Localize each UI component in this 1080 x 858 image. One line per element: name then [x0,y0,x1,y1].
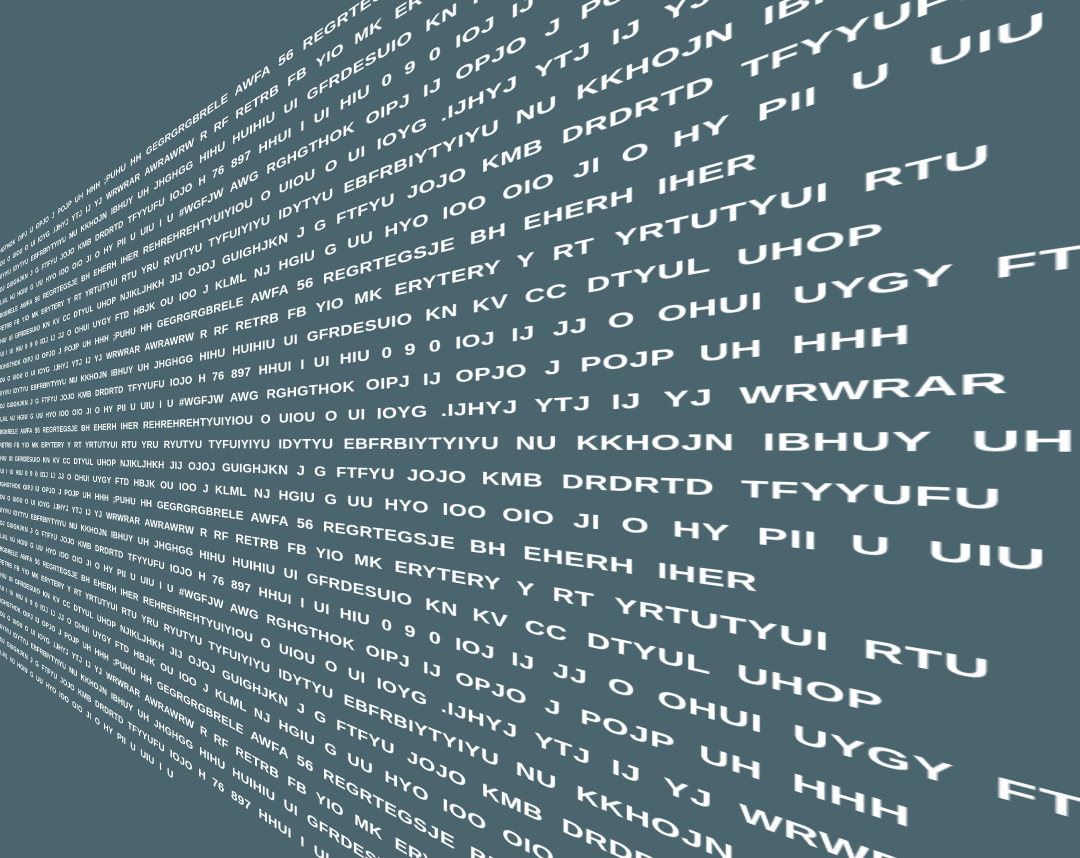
canvas: { "canvas": { "background_color": "#4B65… [0,0,1080,858]
crawl-text-plane: #WGFJW AWG RGHGTHOK OIPJ IJ OPJO J POJP … [0,0,1080,858]
perspective-scene: #WGFJW AWG RGHGTHOK OIPJ IJ OPJO J POJP … [0,0,1080,858]
